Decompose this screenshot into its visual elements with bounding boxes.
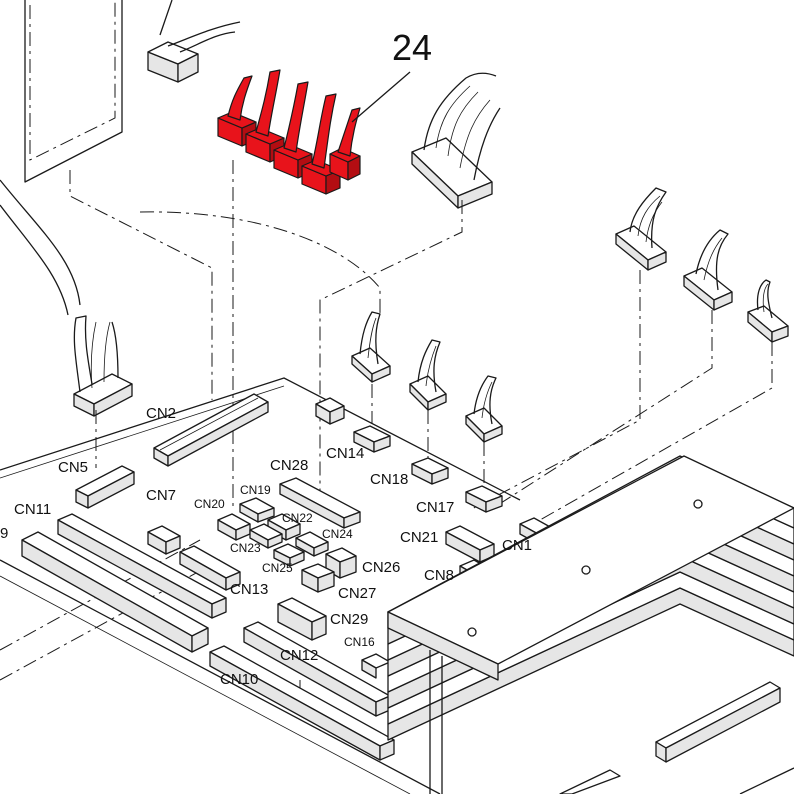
label-cn21: CN21 <box>400 529 438 546</box>
cn18-connector <box>411 457 449 485</box>
cn29-connector <box>277 597 327 641</box>
label-cn14: CN14 <box>326 445 364 462</box>
callout-number-24: 24 <box>392 27 432 68</box>
label-cn25: CN25 <box>262 561 293 575</box>
cn2-connector <box>153 393 269 467</box>
cn24-connector <box>295 531 329 557</box>
cn16-connector <box>361 653 391 679</box>
cn11-slot <box>57 513 227 619</box>
right-cable-plug-2 <box>683 229 733 311</box>
label-cn13: CN13 <box>230 581 268 598</box>
cn20-connector <box>217 513 251 541</box>
label-cn2: CN2 <box>146 405 176 422</box>
flat-cable-connector <box>411 72 501 209</box>
right-cable-plug-1 <box>615 187 667 271</box>
cn21-connector <box>445 525 495 563</box>
top-left-panel <box>0 0 173 316</box>
circuit-board <box>0 377 553 794</box>
cn7-connector <box>147 525 181 555</box>
cn9-slot <box>21 531 209 653</box>
cn27-connector <box>301 563 335 593</box>
label-cn16: CN16 <box>344 635 375 649</box>
label-cn19: CN19 <box>240 483 271 497</box>
callout-leader-24 <box>351 71 411 123</box>
red-connector-4 <box>301 93 341 195</box>
cn28-connector <box>279 477 361 529</box>
label-cn10: CN10 <box>220 671 258 688</box>
lower-right-connector <box>559 681 794 794</box>
right-cable-plug-3 <box>747 279 789 343</box>
label-cn5: CN5 <box>58 459 88 476</box>
label-cn9: 9 <box>0 525 8 542</box>
label-cn26: CN26 <box>362 559 400 576</box>
cn14-connector <box>353 425 391 453</box>
label-cn18: CN18 <box>370 471 408 488</box>
cn13-connector <box>179 545 241 591</box>
label-cn27: CN27 <box>338 585 376 602</box>
cn18-cable-plug <box>409 339 447 411</box>
cn10-slot <box>209 645 395 761</box>
heat-sink <box>387 455 794 794</box>
cn19-connector <box>239 497 275 523</box>
cn23-connector <box>249 523 283 549</box>
top-board-connector <box>315 397 345 425</box>
label-cn12: CN12 <box>280 647 318 664</box>
label-cn11: CN11 <box>14 501 51 518</box>
label-cn29: CN29 <box>330 611 368 628</box>
cn14-cable-plug <box>351 311 391 383</box>
cn12-slot <box>243 621 391 717</box>
left-cable-plug <box>73 315 133 417</box>
label-cn24: CN24 <box>322 527 353 541</box>
label-cn22: CN22 <box>282 511 313 525</box>
label-cn17: CN17 <box>416 499 454 516</box>
label-cn7: CN7 <box>146 487 176 504</box>
highlighted-connectors-24: 24 <box>217 27 432 195</box>
cn17-cable-plug <box>465 375 503 443</box>
label-cn28: CN28 <box>270 457 308 474</box>
connector-labels: CN2 CN5 CN11 9 CN7 CN20 CN19 CN28 CN22 C… <box>0 405 532 688</box>
label-cn20: CN20 <box>194 497 225 511</box>
cn5-connector <box>75 465 135 509</box>
label-cn8: CN8 <box>424 567 454 584</box>
top-cable-plug <box>147 21 241 83</box>
label-cn1: CN1 <box>502 537 532 554</box>
label-cn23: CN23 <box>230 541 261 555</box>
cn17-connector <box>465 485 503 513</box>
cn25-connector <box>273 543 305 567</box>
red-connector-5 <box>329 107 361 181</box>
